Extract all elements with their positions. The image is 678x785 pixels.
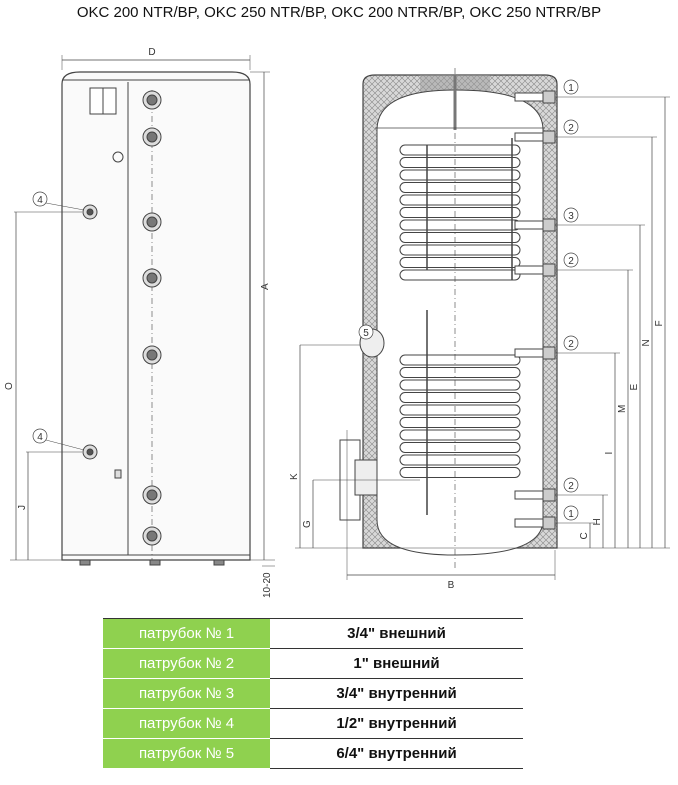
coil-turn bbox=[399, 144, 521, 156]
connection-size: 1/2" внутренний bbox=[270, 708, 523, 739]
callout-4-upper: 4 bbox=[37, 195, 43, 206]
fitting-icon bbox=[142, 485, 162, 505]
coil-turn bbox=[399, 404, 521, 416]
connection-name: патрубок № 5 bbox=[103, 738, 270, 769]
callout-2: 2 bbox=[568, 256, 574, 267]
dim-d-label: D bbox=[148, 47, 155, 58]
callout-3: 3 bbox=[568, 211, 574, 222]
pipe-connection bbox=[514, 90, 556, 104]
callout-1: 1 bbox=[568, 509, 574, 520]
dim-f-label: F bbox=[654, 320, 665, 326]
fitting-icon bbox=[142, 212, 162, 232]
coil-turn bbox=[399, 392, 521, 403]
dim-c-label: C bbox=[579, 532, 590, 539]
coil-turn bbox=[399, 169, 521, 181]
coil-turn bbox=[399, 257, 521, 268]
coil-turn bbox=[399, 467, 521, 478]
callout-1: 1 bbox=[568, 83, 574, 94]
callout-4-lower: 4 bbox=[37, 432, 43, 443]
connection-name: патрубок № 3 bbox=[103, 678, 270, 709]
connection-size: 3/4" внешний bbox=[270, 618, 523, 649]
coil-turn bbox=[399, 454, 521, 466]
connection-size: 1" внешний bbox=[270, 648, 523, 679]
fitting-icon bbox=[142, 268, 162, 288]
callout-2: 2 bbox=[568, 339, 574, 350]
dim-m-label: M bbox=[617, 405, 628, 413]
callout-5: 5 bbox=[363, 328, 369, 339]
coil-turn bbox=[399, 429, 521, 441]
dim-j-label: J bbox=[17, 505, 28, 510]
coil-turn bbox=[399, 442, 521, 453]
callout-2: 2 bbox=[568, 481, 574, 492]
dim-h-label: H bbox=[592, 518, 603, 525]
fitting-icon bbox=[142, 127, 162, 147]
pipe-connection bbox=[514, 488, 556, 502]
coil-turn bbox=[399, 182, 521, 193]
pipe-connection bbox=[514, 516, 556, 530]
coil-turn bbox=[399, 207, 521, 218]
dim-b-label: B bbox=[448, 580, 455, 591]
connection-name: патрубок № 4 bbox=[103, 708, 270, 739]
coil-turn bbox=[399, 367, 521, 378]
dim-e-label: E bbox=[629, 384, 640, 391]
dim-n-label: N bbox=[641, 339, 652, 346]
coil-turn bbox=[399, 232, 521, 243]
fitting-icon bbox=[142, 90, 162, 110]
dim-g-label: G bbox=[302, 520, 313, 528]
pipe-connection bbox=[514, 130, 556, 144]
coil-turn bbox=[399, 379, 521, 391]
connection-size: 6/4" внутренний bbox=[270, 738, 523, 769]
connection-size: 3/4" внутренний bbox=[270, 678, 523, 709]
coil-turn bbox=[399, 244, 521, 256]
callout-2: 2 bbox=[568, 123, 574, 134]
pipe-connection bbox=[514, 263, 556, 277]
connection-name: патрубок № 2 bbox=[103, 648, 270, 679]
page-title: OKC 200 NTR/BP, OKC 250 NTR/BP, OKC 200 … bbox=[76, 4, 602, 21]
dim-k-label: K bbox=[289, 473, 300, 480]
dim-i-label: I bbox=[604, 452, 615, 455]
pipe-connection bbox=[514, 218, 556, 232]
coil-turn bbox=[399, 157, 521, 168]
section-view bbox=[295, 68, 670, 580]
dim-a-label: A bbox=[260, 283, 271, 290]
fitting-icon bbox=[142, 345, 162, 365]
fitting-icon bbox=[142, 526, 162, 546]
dim-o-label: O bbox=[4, 382, 15, 390]
connection-name: патрубок № 1 bbox=[103, 618, 270, 649]
coil-turn bbox=[399, 354, 521, 366]
coil-turn bbox=[399, 194, 521, 206]
dim-feet-label: 10-20 bbox=[262, 572, 273, 598]
external-view bbox=[10, 55, 275, 567]
coil-turn bbox=[399, 269, 521, 281]
coil-turn bbox=[399, 417, 521, 428]
pipe-connection bbox=[514, 346, 556, 360]
